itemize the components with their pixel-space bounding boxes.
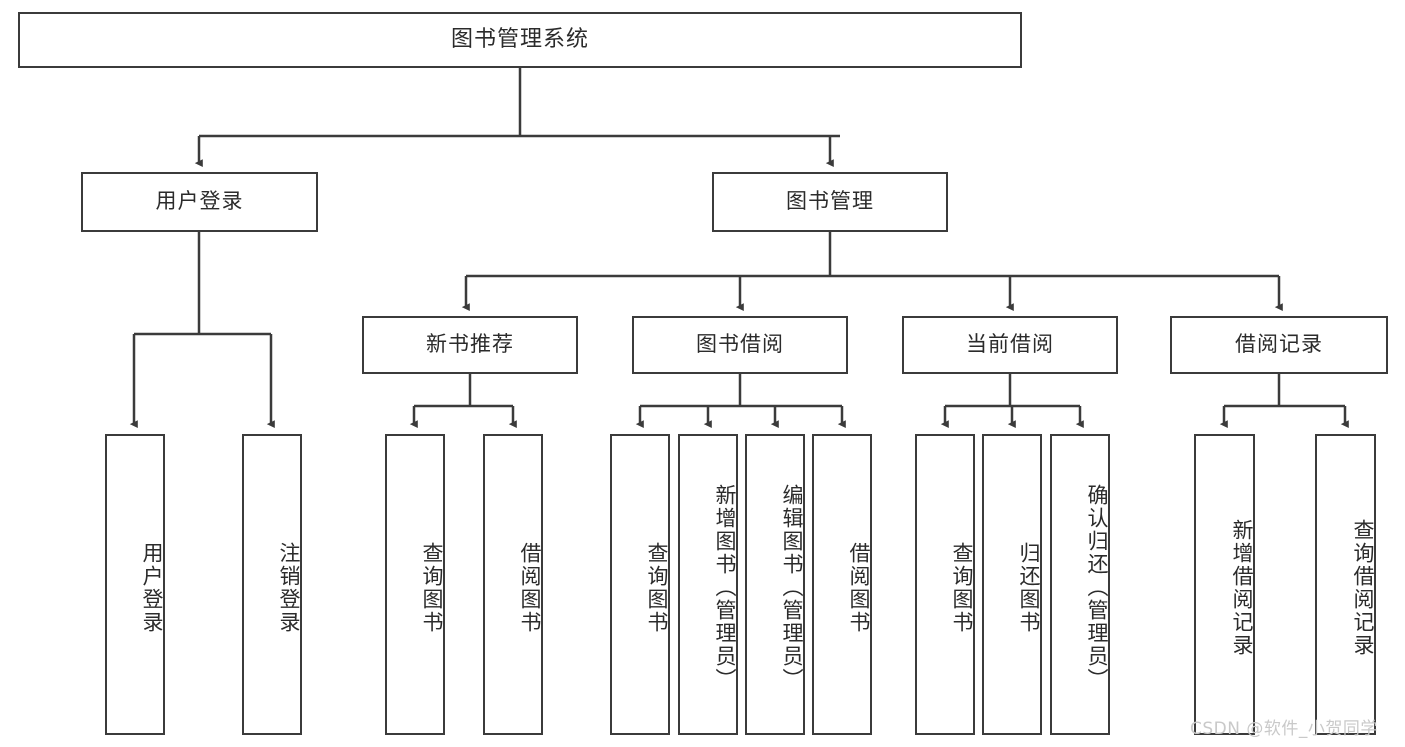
leaf-return-book[interactable]: 归还图书 bbox=[982, 434, 1042, 735]
node-label: 归还图书 bbox=[1017, 541, 1041, 634]
node-book-management[interactable]: 图书管理 bbox=[712, 172, 948, 232]
node-label: 新书推荐 bbox=[426, 332, 514, 357]
node-label: 当前借阅 bbox=[966, 332, 1054, 357]
leaf-add-book-admin[interactable]: 新增图书（管理员） bbox=[678, 434, 738, 735]
node-root-system[interactable]: 图书管理系统 bbox=[18, 12, 1022, 68]
node-label: 查询图书 bbox=[420, 541, 444, 634]
leaf-query-book-recommend[interactable]: 查询图书 bbox=[385, 434, 445, 735]
leaf-query-borrow-record[interactable]: 查询借阅记录 bbox=[1315, 434, 1376, 735]
node-label: 查询借阅记录 bbox=[1351, 518, 1375, 657]
leaf-add-borrow-record[interactable]: 新增借阅记录 bbox=[1194, 434, 1255, 735]
node-new-book-recommend[interactable]: 新书推荐 bbox=[362, 316, 578, 374]
node-label: 查询图书 bbox=[645, 541, 669, 634]
watermark: CSDN @软件_小贺同学 bbox=[1190, 719, 1378, 739]
node-label: 借阅记录 bbox=[1235, 332, 1323, 357]
node-label: 查询图书 bbox=[950, 541, 974, 634]
leaf-borrow-book-recommend[interactable]: 借阅图书 bbox=[483, 434, 543, 735]
leaf-query-book-borrow[interactable]: 查询图书 bbox=[610, 434, 670, 735]
node-label: 确认归还（管理员） bbox=[1085, 484, 1109, 691]
node-label: 用户登录 bbox=[155, 189, 244, 214]
node-label: 注销登录 bbox=[277, 541, 301, 634]
node-label: 新增图书（管理员） bbox=[713, 484, 737, 691]
node-current-borrow[interactable]: 当前借阅 bbox=[902, 316, 1118, 374]
leaf-borrow-book[interactable]: 借阅图书 bbox=[812, 434, 872, 735]
leaf-confirm-return-admin[interactable]: 确认归还（管理员） bbox=[1050, 434, 1110, 735]
node-borrow-record[interactable]: 借阅记录 bbox=[1170, 316, 1388, 374]
node-label: 用户登录 bbox=[140, 541, 164, 634]
node-label: 图书借阅 bbox=[696, 332, 784, 357]
node-label: 新增借阅记录 bbox=[1230, 518, 1254, 657]
node-label: 借阅图书 bbox=[518, 541, 542, 634]
leaf-user-login[interactable]: 用户登录 bbox=[105, 434, 165, 735]
node-label: 图书管理 bbox=[786, 189, 874, 214]
leaf-logout[interactable]: 注销登录 bbox=[242, 434, 302, 735]
leaf-query-book-current[interactable]: 查询图书 bbox=[915, 434, 975, 735]
node-label: 借阅图书 bbox=[847, 541, 871, 634]
node-label: 编辑图书（管理员） bbox=[780, 484, 804, 691]
node-book-borrow[interactable]: 图书借阅 bbox=[632, 316, 848, 374]
node-user-login[interactable]: 用户登录 bbox=[81, 172, 318, 232]
leaf-edit-book-admin[interactable]: 编辑图书（管理员） bbox=[745, 434, 805, 735]
node-label: 图书管理系统 bbox=[450, 26, 589, 52]
